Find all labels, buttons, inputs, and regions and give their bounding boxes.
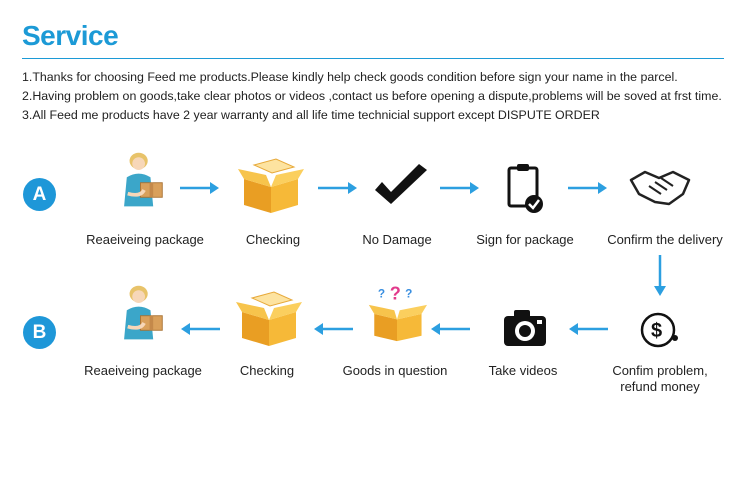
arrow-left-icon <box>180 321 220 337</box>
svg-text:?: ? <box>405 287 412 301</box>
flow-a-step-2-label: Checking <box>245 232 301 247</box>
svg-text:?: ? <box>390 283 401 303</box>
arrow-right-icon <box>180 180 220 196</box>
note-line-1: 1.Thanks for choosing Feed me products.P… <box>22 70 678 84</box>
flow-a-step-5-label: Confirm the delivery <box>607 232 723 247</box>
flow-b-badge: B <box>23 316 56 349</box>
woman-with-package-icon <box>110 283 180 343</box>
box-question-icon: ? ? ? <box>362 283 432 343</box>
note-line-3: 3.All Feed me products have 2 year warra… <box>22 108 600 122</box>
service-title: Service <box>22 20 119 51</box>
flow-a-step-1-label: Reaeiveing package <box>86 232 204 247</box>
handshake-icon <box>625 158 695 218</box>
arrow-down-icon <box>652 255 668 297</box>
open-box-icon <box>234 288 304 348</box>
open-box-icon <box>236 155 306 215</box>
note-line-2: 2.Having problem on goods,take clear pho… <box>22 89 722 103</box>
flow-b-step-1-label: Reaeiveing package <box>84 363 202 378</box>
flow-b-step-2-label: Checking <box>239 363 295 378</box>
camera-icon <box>490 300 560 360</box>
svg-text:$: $ <box>651 320 662 342</box>
flow-a-badge: A <box>23 178 56 211</box>
flow-b-step-3-label: Goods in question <box>342 363 448 378</box>
arrow-left-icon <box>568 321 608 337</box>
arrow-right-icon <box>440 180 480 196</box>
woman-with-package-icon <box>110 150 180 210</box>
checkmark-icon <box>365 158 435 218</box>
title-divider <box>22 58 724 59</box>
flow-a-step-4-label: Sign for package <box>476 232 574 247</box>
flow-b-step-4-label: Take videos <box>488 363 558 378</box>
arrow-left-icon <box>313 321 353 337</box>
flow-b-step-5-label: Confim problem, refund money <box>612 363 708 394</box>
flow-a-step-3-label: No Damage <box>362 232 432 247</box>
arrow-right-icon <box>318 180 358 196</box>
arrow-right-icon <box>568 180 608 196</box>
dollar-refund-icon: $ <box>625 300 695 360</box>
arrow-left-icon <box>430 321 470 337</box>
svg-text:?: ? <box>378 287 385 301</box>
clipboard-check-icon <box>490 158 560 218</box>
